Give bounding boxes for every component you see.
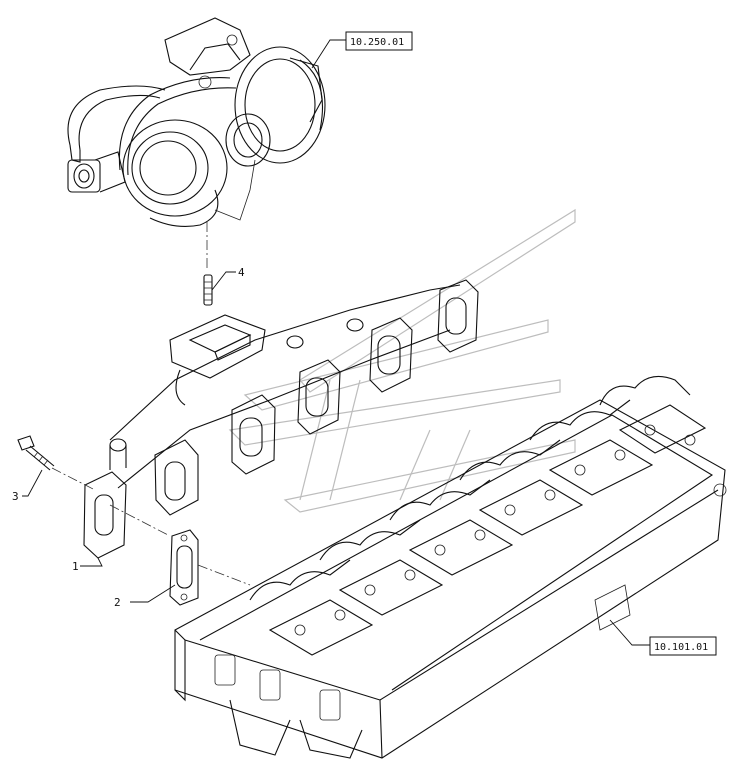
exhaust-manifold <box>83 279 479 559</box>
turbocharger-reference-label: 10.250.01 <box>350 37 404 48</box>
callout-number-gasket: 2 <box>114 596 121 609</box>
turbocharger <box>67 17 326 227</box>
turbocharger-reference-box <box>345 31 413 51</box>
cylinder-head <box>174 375 727 759</box>
callout-number-stud: 4 <box>238 266 245 279</box>
gasket <box>169 529 199 606</box>
bolt <box>17 435 55 471</box>
callout-number-bolt: 3 <box>12 490 19 503</box>
stud <box>203 274 213 306</box>
cylinder-head-reference-box <box>649 636 717 656</box>
callout-number-manifold: 1 <box>72 560 79 573</box>
cylinder-head-reference-label: 10.101.01 <box>654 642 708 653</box>
watermark-logo <box>228 208 576 513</box>
